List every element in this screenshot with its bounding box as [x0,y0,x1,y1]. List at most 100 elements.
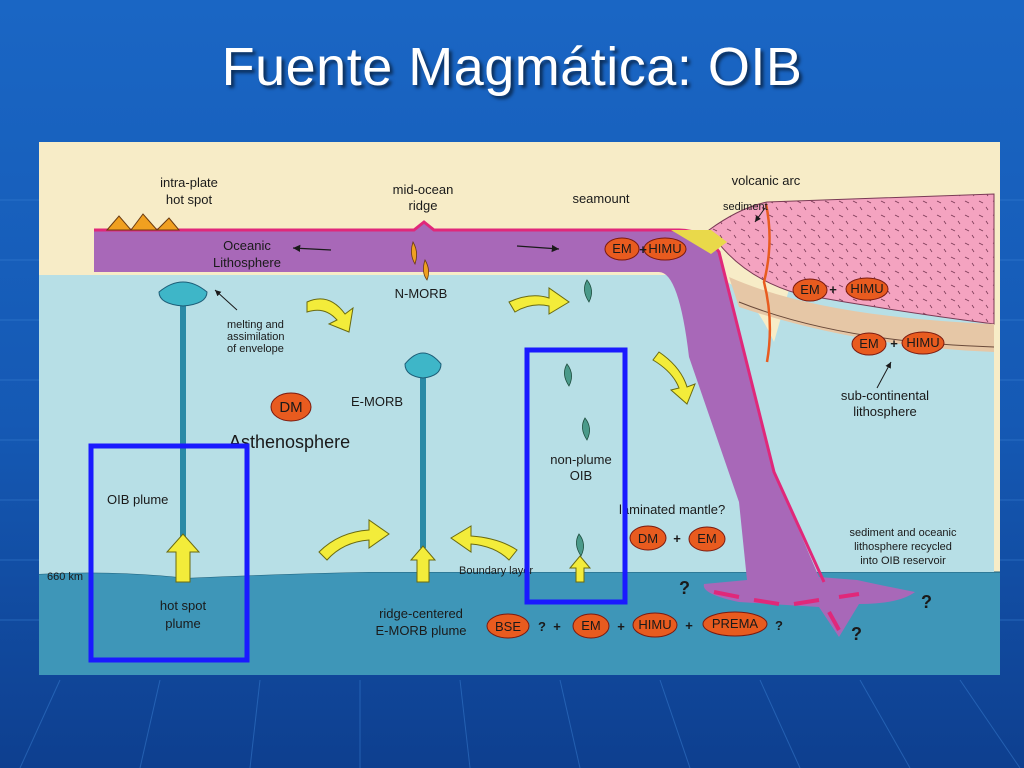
txt-prema: PREMA [712,616,759,631]
oval-em-lower [572,613,610,639]
label-recycled-2: lithosphere recycled [854,541,952,553]
nonplume-drop-3 [576,533,584,557]
label-ridge-2: ridge [409,198,438,213]
label-subcont-1: sub-continental [841,388,929,403]
label-sediment: sediment [723,201,768,213]
txt-himu-lower: HIMU [638,617,671,632]
label-boundary-layer: Boundary layer [459,565,533,577]
txt-em-arc: EM [800,282,820,297]
label-melting-2: assimilation [227,331,284,343]
plate-motion-arrow-left [292,244,332,252]
svg-text:+: + [890,336,898,351]
convection-arrow-3 [652,351,696,405]
ridge-plume-stem [420,378,426,548]
question-mark-3: ? [851,624,862,644]
oval-em-subcont [851,332,887,356]
txt-bse: BSE [495,619,521,634]
label-oib-plume: OIB plume [107,492,168,507]
txt-em-lam: EM [697,531,717,546]
nonplume-drop-2 [582,417,590,441]
oceanic-lithosphere-slab [94,222,915,637]
oval-himu-arc [845,277,889,301]
svg-text:+: + [673,531,681,546]
label-ridge-plume-1: ridge-centered [379,606,463,621]
arc-magma-conduit [762,203,772,363]
label-intraplate-1: intra-plate [160,175,218,190]
label-recycled-1: sediment and oceanic [849,527,957,539]
txt-em-ocean: EM [612,241,632,256]
oval-himu-lower [632,612,678,638]
oval-dm-asth [270,392,312,422]
seamount-drop [584,279,592,303]
txt-em-lower: EM [581,618,601,633]
convection-arrow-1 [306,298,354,333]
nmorb-melt-1 [411,241,417,265]
oval-dm-lam [629,525,667,551]
upwelling-arrow-ridge [409,545,437,583]
melting-pointer [214,289,238,311]
label-nmorb: N-MORB [395,286,448,301]
svg-text:+: + [553,619,561,634]
label-oceanic-2: Lithosphere [213,255,281,270]
oib-source-diagram: EM + HIMU EM + HIMU EM + HIMU DM DM + EM… [39,142,1000,675]
oval-bse [486,613,530,639]
label-laminated: laminated mantle? [619,502,725,517]
oval-prema [702,611,768,637]
sediment-wedge [671,230,727,254]
label-intraplate-2: hot spot [166,192,213,207]
label-660km: 660 km [47,571,83,583]
label-seamount: seamount [572,191,629,206]
convection-arrow-4 [318,519,390,561]
convection-arrow-5 [450,525,518,561]
label-volcanic-arc: volcanic arc [732,173,801,188]
ridge-plume-head [404,352,442,379]
highlight-box-oib-plume [88,443,250,663]
oval-em-lam [688,526,726,552]
txt-dm-asth: DM [279,399,302,416]
hotspot-volcanoes [105,213,181,231]
plate-motion-arrow-right [516,244,560,253]
label-nonplume-1: non-plume [550,452,611,467]
question-mark-1: ? [679,578,690,598]
svg-text:+: + [639,242,647,257]
hotspot-plume-head [158,281,208,307]
txt-dm-lam: DM [638,531,658,546]
txt-himu-arc: HIMU [850,281,883,296]
slide-title: Fuente Magmática: OIB [221,37,803,97]
sediment-pointer [754,207,766,223]
svg-text:?: ? [538,619,546,634]
label-subcont-2: lithosphere [853,404,917,419]
oval-himu-subcont [901,331,945,355]
oval-em-ocean [604,237,640,261]
label-recycled-3: into OIB reservoir [860,555,946,567]
label-ridge-1: mid-ocean [393,182,454,197]
highlight-box-nonplume-oib [524,347,628,605]
label-ridge-plume-2: E-MORB plume [375,623,466,638]
svg-text:+: + [685,618,693,633]
label-oceanic-1: Oceanic [223,238,271,253]
nonplume-drop-1 [564,363,572,387]
label-melting-1: melting and [227,319,284,331]
label-emorb: E-MORB [351,394,403,409]
upwelling-arrow-hotspot [165,533,201,583]
label-hotspot-plume-1: hot spot [160,598,207,613]
label-asthenosphere: Asthenosphere [229,432,350,452]
oval-himu-ocean [643,237,687,261]
svg-text:+: + [617,619,625,634]
txt-em-subcont: EM [859,336,879,351]
upwelling-arrow-nonplume [568,555,592,583]
hotspot-plume-stem [180,302,186,538]
label-nonplume-2: OIB [570,468,592,483]
label-melting-3: of envelope [227,343,284,355]
subcontinental-pointer [876,361,892,389]
label-hotspot-plume-2: plume [165,616,200,631]
convection-arrow-2 [508,287,570,315]
txt-himu-subcont: HIMU [906,335,939,350]
question-mark-2: ? [921,592,932,612]
txt-himu-ocean: HIMU [648,241,681,256]
nmorb-melt-2 [423,259,429,281]
svg-text:?: ? [775,618,783,633]
oval-em-arc [792,278,828,302]
svg-text:+: + [829,282,837,297]
